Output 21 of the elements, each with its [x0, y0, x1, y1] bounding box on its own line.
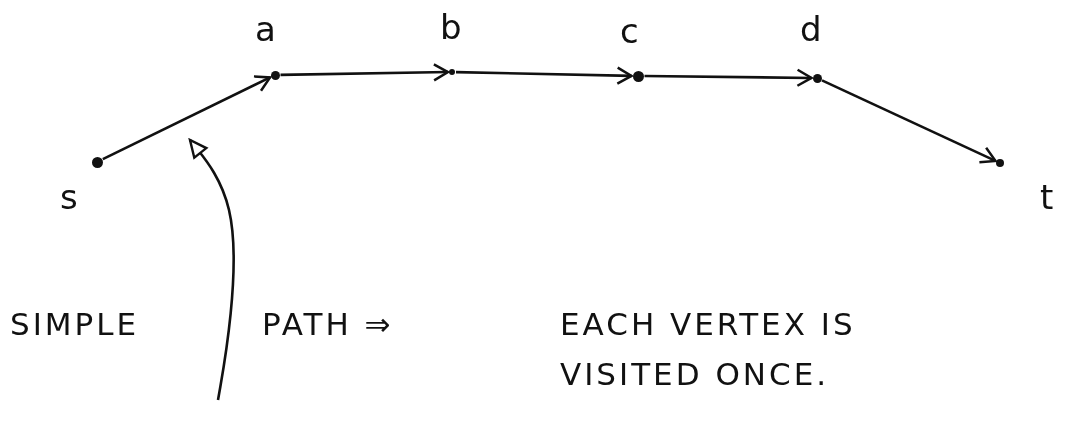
- vertex-dot: [812, 73, 822, 83]
- vertex-dot: [449, 69, 455, 75]
- vertex-dot: [996, 159, 1004, 167]
- vertex-label: b: [440, 10, 462, 44]
- vertex-label: t: [1040, 180, 1054, 214]
- arrow: [455, 66, 633, 85]
- arrow: [644, 68, 813, 88]
- pointer-arrow: [188, 138, 235, 401]
- vertex-dot: [632, 70, 644, 82]
- vertex-label: a: [255, 12, 276, 46]
- note-text: PATH ⇒: [262, 305, 394, 344]
- vertex-dot: [270, 70, 280, 80]
- vertex-dot: [91, 156, 103, 168]
- arrow: [821, 79, 997, 164]
- vertex-label: c: [620, 14, 639, 48]
- note-text: SIMPLE: [10, 305, 140, 344]
- arrow: [102, 75, 272, 161]
- vertex-label: d: [800, 12, 822, 46]
- vertex-label: s: [60, 180, 78, 214]
- note-text: EACH VERTEX IS VISITED ONCE.: [560, 305, 857, 394]
- arrow: [280, 63, 450, 82]
